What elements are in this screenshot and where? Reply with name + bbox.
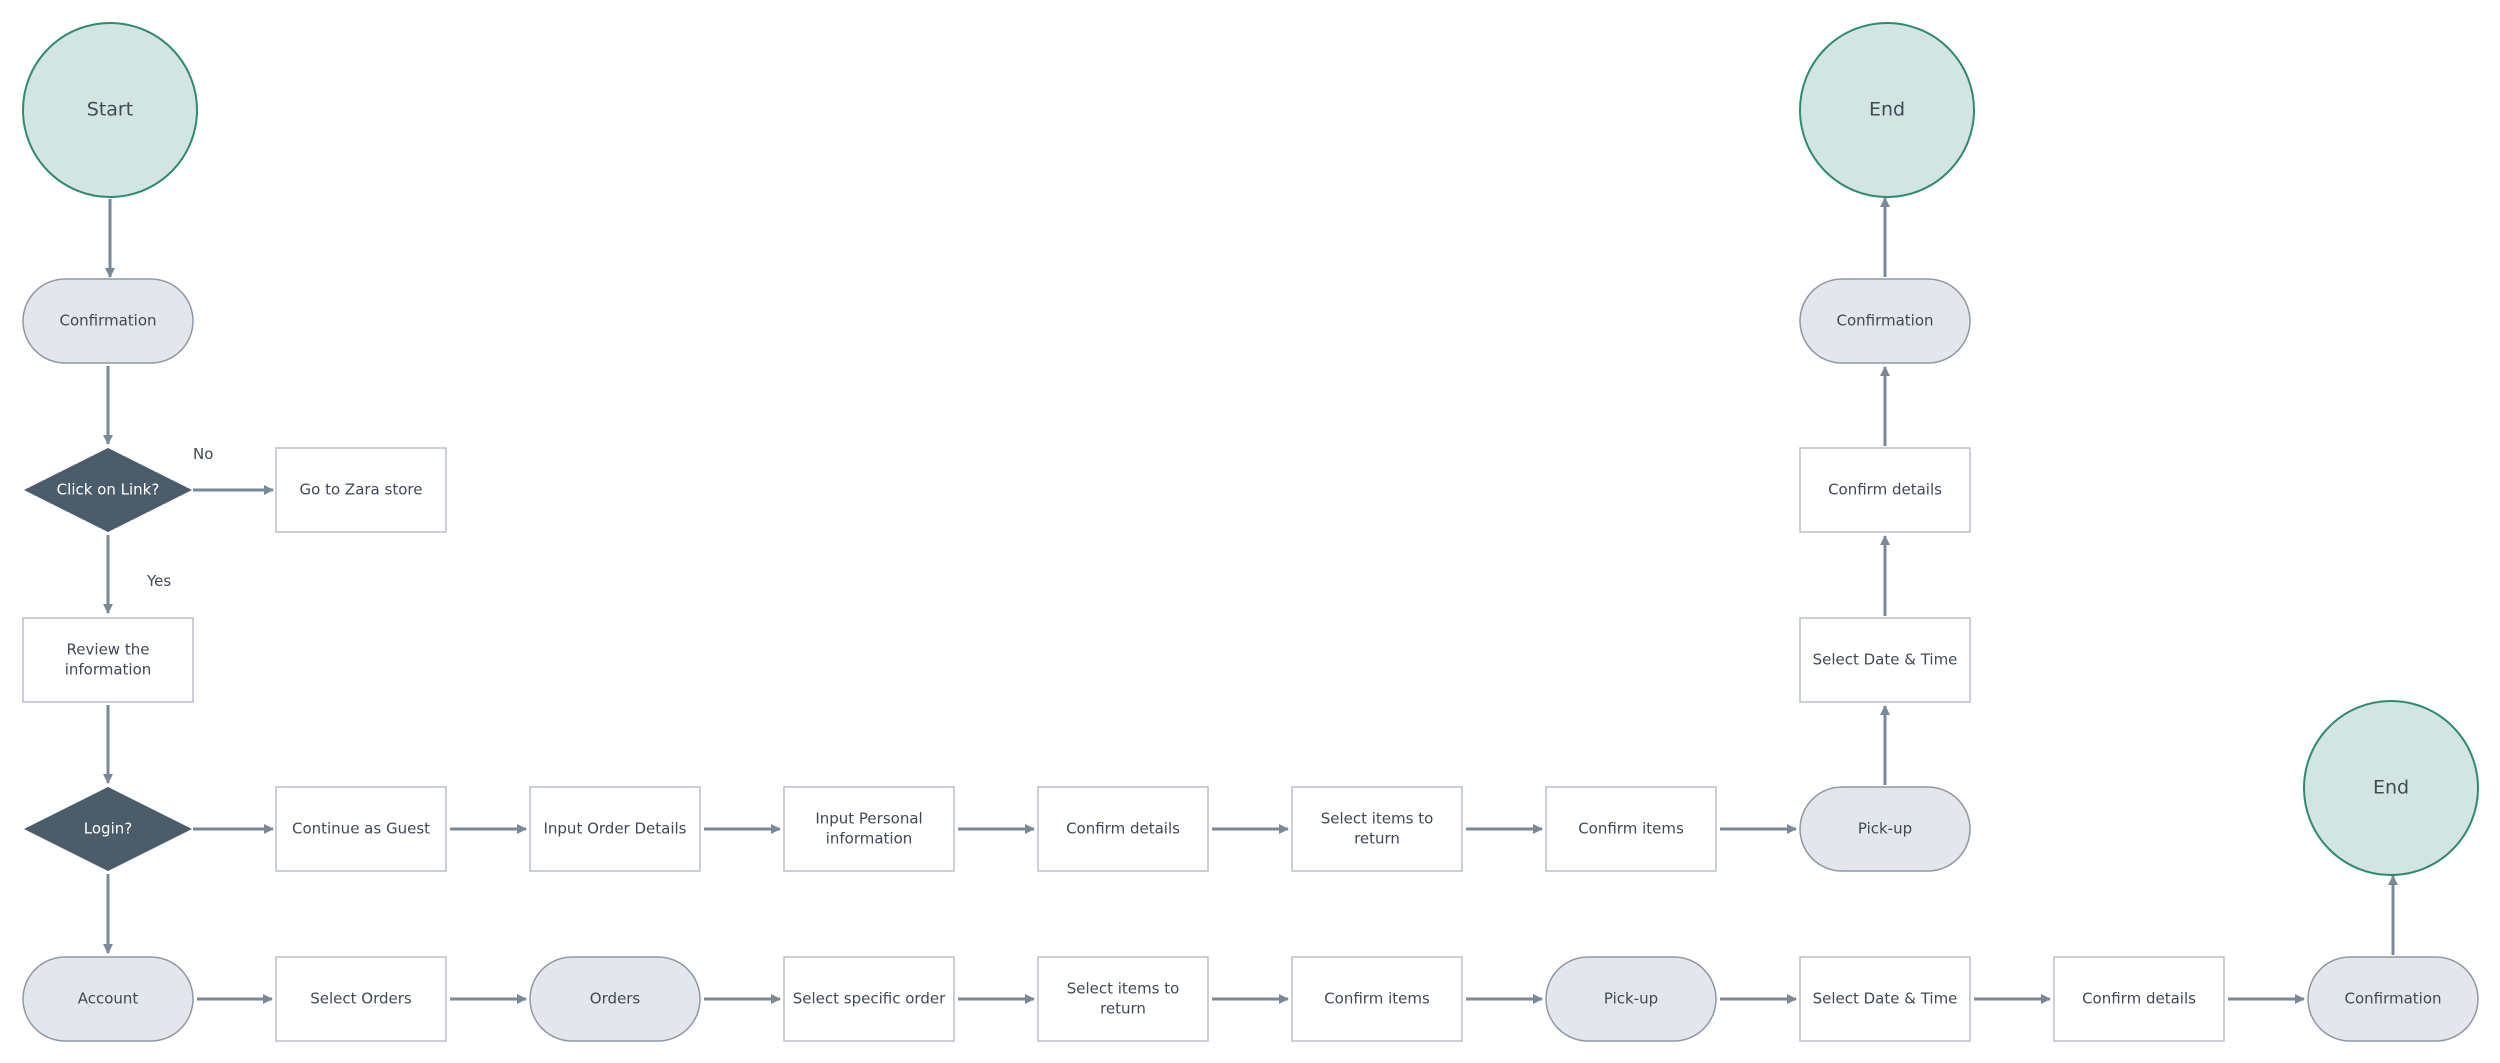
edge-label-yes: Yes xyxy=(146,572,171,590)
select-specific-order-node-label: Select specific order xyxy=(793,990,946,1008)
account-select-items-to-return-node-label-line-2: return xyxy=(1100,1000,1146,1018)
login-decision: Login? xyxy=(24,787,192,871)
account-node: Account xyxy=(22,956,194,1042)
confirmation-node-label: Confirmation xyxy=(59,312,156,330)
guest-confirmation-node-label: Confirmation xyxy=(1836,312,1933,330)
account-select-date-time-node: Select Date & Time xyxy=(1799,956,1971,1042)
guest-pick-up-node: Pick-up xyxy=(1799,786,1971,872)
guest-confirm-details-2-node-label: Confirm details xyxy=(1828,481,1942,499)
account-confirmation-node: Confirmation xyxy=(2307,956,2479,1042)
account-confirm-items-node-label: Confirm items xyxy=(1324,990,1430,1008)
input-personal-information-node-label-line-1: Input Personal xyxy=(815,810,922,828)
guest-confirm-items-node: Confirm items xyxy=(1545,786,1717,872)
go-to-zara-store-node: Go to Zara store xyxy=(275,447,447,533)
end-right-node: End xyxy=(2303,700,2479,876)
account-pick-up-node-label: Pick-up xyxy=(1604,990,1658,1008)
select-orders-node: Select Orders xyxy=(275,956,447,1042)
account-node-label: Account xyxy=(78,990,139,1008)
start-node: Start xyxy=(22,22,198,198)
orders-node-label: Orders xyxy=(590,990,641,1008)
guest-select-date-time-node-label: Select Date & Time xyxy=(1813,651,1958,669)
select-orders-node-label: Select Orders xyxy=(310,990,412,1008)
start-node-label: Start xyxy=(87,99,133,121)
click-on-link-decision: Click on Link? xyxy=(24,448,192,532)
account-confirmation-node-label: Confirmation xyxy=(2344,990,2441,1008)
review-information-node-label-line-2: information xyxy=(65,661,152,679)
go-to-zara-store-node-label: Go to Zara store xyxy=(300,481,423,499)
confirmation-node: Confirmation xyxy=(22,278,194,364)
review-information-node: Review the information xyxy=(22,617,194,703)
end-top-node-label: End xyxy=(1869,99,1905,121)
guest-confirm-details-node: Confirm details xyxy=(1037,786,1209,872)
guest-select-items-to-return-node-label-line-1: Select items to xyxy=(1321,810,1434,828)
account-select-date-time-node-label: Select Date & Time xyxy=(1813,990,1958,1008)
account-confirm-items-node: Confirm items xyxy=(1291,956,1463,1042)
end-right-node-label: End xyxy=(2373,777,2409,799)
guest-select-items-to-return-node-label-line-2: return xyxy=(1354,830,1400,848)
select-specific-order-node: Select specific order xyxy=(783,956,955,1042)
input-order-details-node: Input Order Details xyxy=(529,786,701,872)
input-order-details-node-label: Input Order Details xyxy=(543,820,686,838)
guest-confirm-details-node-label: Confirm details xyxy=(1066,820,1180,838)
end-top-node: End xyxy=(1799,22,1975,198)
account-confirm-details-node: Confirm details xyxy=(2053,956,2225,1042)
input-personal-information-node: Input Personal information xyxy=(783,786,955,872)
guest-confirm-details-2-node: Confirm details xyxy=(1799,447,1971,533)
account-select-items-to-return-node-label-line-1: Select items to xyxy=(1067,980,1180,998)
input-personal-information-node-label-line-2: information xyxy=(826,830,913,848)
account-pick-up-node: Pick-up xyxy=(1545,956,1717,1042)
guest-select-date-time-node: Select Date & Time xyxy=(1799,617,1971,703)
edge-label-no: No xyxy=(193,445,213,463)
guest-pick-up-node-label: Pick-up xyxy=(1858,820,1912,838)
review-information-node-label-line-1: Review the xyxy=(67,641,150,659)
account-select-items-to-return-node: Select items to return xyxy=(1037,956,1209,1042)
account-confirm-details-node-label: Confirm details xyxy=(2082,990,2196,1008)
login-decision-label: Login? xyxy=(84,820,132,838)
orders-node: Orders xyxy=(529,956,701,1042)
guest-confirm-items-node-label: Confirm items xyxy=(1578,820,1684,838)
continue-as-guest-node: Continue as Guest xyxy=(275,786,447,872)
guest-confirmation-node: Confirmation xyxy=(1799,278,1971,364)
click-on-link-decision-label: Click on Link? xyxy=(57,481,160,499)
guest-select-items-to-return-node: Select items to return xyxy=(1291,786,1463,872)
continue-as-guest-node-label: Continue as Guest xyxy=(292,820,430,838)
